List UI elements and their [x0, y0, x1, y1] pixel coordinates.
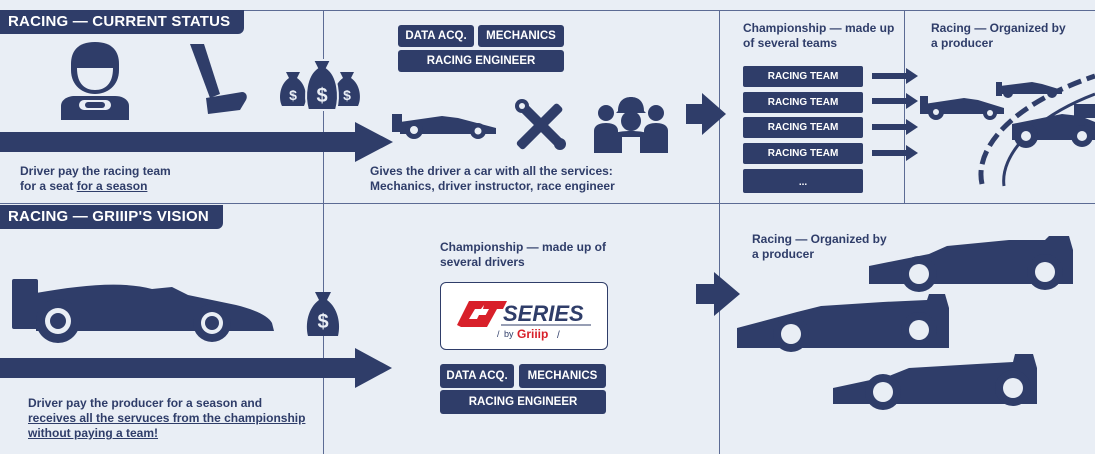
logo-by-text: /	[497, 329, 500, 339]
racing-team-3: RACING TEAM	[743, 117, 863, 138]
divider-bottom-2	[719, 203, 720, 454]
divider-top-2	[719, 10, 720, 203]
section-title-current: RACING — CURRENT STATUS	[0, 10, 245, 34]
racing-team-more: ...	[743, 169, 863, 193]
svg-text:$: $	[343, 87, 351, 103]
top-border	[0, 10, 1095, 11]
svg-text:/: /	[557, 330, 560, 341]
racing-team-1: RACING TEAM	[743, 66, 863, 87]
championship-teams-caption: Championship — made up of several teams	[743, 21, 895, 50]
section-divider	[0, 203, 1095, 204]
logo-brand-text: Griiip	[517, 327, 548, 341]
team-arrows	[872, 68, 918, 161]
pill-racing-engineer-bottom: RACING ENGINEER	[440, 390, 606, 414]
tools-icon	[515, 99, 566, 150]
driver-icon	[61, 42, 129, 120]
seat-icon	[190, 44, 247, 114]
logo-by-text: by	[504, 329, 514, 339]
pill-data-acq-bottom: DATA ACQ.	[440, 364, 514, 388]
svg-text:$: $	[289, 87, 297, 103]
arrow-top	[0, 122, 393, 162]
block-arrow-top	[686, 93, 726, 135]
money-bag-icon: $	[306, 292, 340, 336]
mechanics-team-icon	[594, 97, 668, 153]
championship-drivers-caption: Championship — made up of several driver…	[440, 240, 607, 269]
services-caption: Gives the driver a car with all the serv…	[370, 164, 615, 193]
logo-series-text: SERIES	[503, 301, 584, 326]
svg-text:$: $	[316, 85, 327, 107]
block-arrow-bottom	[696, 272, 740, 316]
pill-data-acq-top: DATA ACQ.	[398, 25, 474, 47]
race-track-icon	[920, 73, 1095, 187]
gt-series-logo: SERIES / by Griiip /	[440, 282, 608, 350]
racing-team-2: RACING TEAM	[743, 92, 863, 113]
racing-producer-caption-bottom: Racing — Organized by a producer	[752, 232, 887, 261]
pill-mechanics-bottom: MECHANICS	[519, 364, 606, 388]
section-title-vision: RACING — GRIIIP'S VISION	[0, 205, 223, 229]
money-bags-icon: $ $ $	[280, 59, 360, 111]
racing-team-4: RACING TEAM	[743, 143, 863, 164]
race-cars-group-icon	[737, 236, 1073, 410]
pill-mechanics-top: MECHANICS	[478, 25, 564, 47]
divider-top-3	[904, 10, 905, 203]
arrow-bottom	[0, 348, 392, 388]
race-car-large-icon	[12, 279, 274, 343]
vision-caption: Driver pay the producer for a season and…	[28, 396, 306, 440]
svg-text:$: $	[317, 311, 328, 333]
racing-producer-caption-top: Racing — Organized by a producer	[931, 21, 1066, 50]
driver-caption: Driver pay the racing team for a seat fo…	[20, 164, 171, 193]
race-car-icon	[392, 114, 496, 139]
pill-racing-engineer-top: RACING ENGINEER	[398, 50, 564, 72]
